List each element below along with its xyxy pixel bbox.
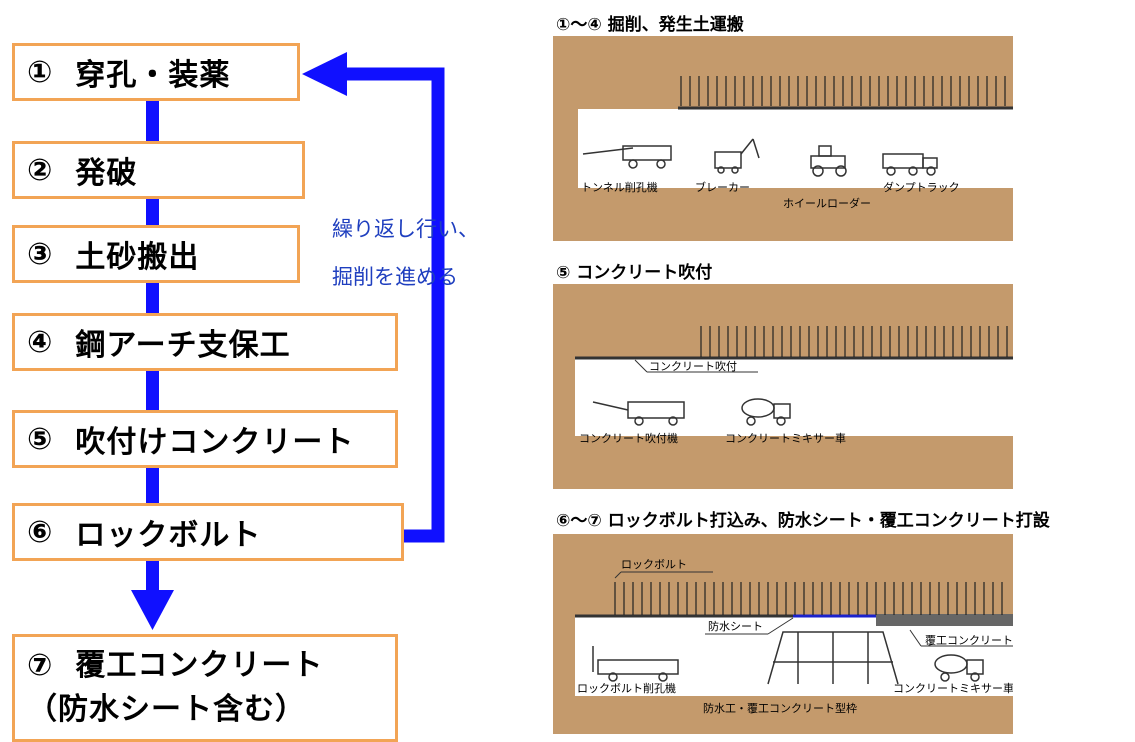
step-number: ② (27, 152, 54, 188)
label-loader: ホイールローダー (783, 196, 871, 210)
step-2-box: ② 発破 (12, 141, 305, 199)
breaker-icon (714, 138, 760, 174)
label-sprayer: コンクリート吹付機 (579, 431, 678, 445)
step-label: 覆工コンクリート (75, 648, 324, 683)
label-mixer-3: コンクリートミキサー車 (893, 681, 1013, 695)
step-6-box: ⑥ ロックボルト (12, 503, 404, 561)
drill-jumbo-icon (582, 145, 672, 169)
panel-1-diagram: トンネル削孔機 ブレーカー ホイールローダー ダンプトラック (553, 36, 1013, 241)
label-mixer: コンクリートミキサー車 (725, 431, 846, 445)
panel-3-diagram: ロックボルト 防水シート 覆工コンクリート ロックボルト削孔機 防水工・覆工コン… (553, 534, 1013, 734)
panel-2-diagram: コンクリート吹付 コンクリート吹付機 コンクリートミキサー車 (553, 284, 1013, 489)
mixer-truck-icon (741, 398, 791, 426)
repeat-note-line2: 掘削を進める (332, 265, 458, 289)
label-rockbolt: ロックボルト (621, 558, 687, 571)
repeat-loop-line (345, 67, 445, 543)
wheel-loader-icon (810, 145, 847, 177)
step-label: 土砂搬出 (75, 240, 200, 275)
repeat-arrow-head (302, 52, 347, 96)
panel-3-title: ⑥～⑦ ロックボルト打込み、防水シート・覆工コンクリート打設 (556, 511, 1050, 531)
step-number: ⑤ (27, 421, 54, 457)
label-sheet: 防水シート (708, 619, 763, 633)
step-label: 発破 (75, 156, 138, 191)
step-label: ロックボルト (75, 518, 262, 553)
step-7-box: ⑦ 覆工コンクリート （防水シート含む） (12, 634, 398, 742)
step-label: 穿孔・装薬 (75, 58, 231, 93)
step-label-sub: （防水シート含む） (27, 692, 306, 727)
panel-2-title: ⑤ コンクリート吹付 (556, 263, 713, 283)
step-3-box: ③ 土砂搬出 (12, 225, 300, 283)
label-drill: トンネル削孔機 (581, 180, 658, 194)
dump-truck-icon (882, 153, 938, 176)
down-arrow-head (131, 590, 174, 630)
step-number: ⑦ (27, 648, 54, 683)
label-lining: 覆工コンクリート (925, 634, 1013, 647)
step-1-box: ① 穿孔・装薬 (12, 43, 300, 101)
formwork-icon (767, 631, 899, 685)
label-breaker: ブレーカー (695, 180, 750, 194)
rockbolt-drill-icon (592, 646, 679, 682)
step-number: ① (27, 54, 54, 90)
shotcrete-machine-icon (592, 401, 685, 426)
repeat-note-line1: 繰り返し行い、 (332, 217, 479, 241)
step-label: 鋼アーチ支保工 (75, 328, 291, 363)
step-number: ④ (27, 324, 54, 360)
mixer-truck-icon (934, 654, 984, 682)
panel-1-title: ①～④ 掘削、発生土運搬 (556, 15, 744, 35)
step-number: ③ (27, 236, 54, 272)
label-formwork: 防水工・覆工コンクリート型枠 (703, 701, 857, 715)
step-number: ⑥ (27, 514, 54, 550)
step-5-box: ⑤ 吹付けコンクリート (12, 410, 398, 468)
label-dump: ダンプトラック (883, 180, 960, 194)
step-4-box: ④ 鋼アーチ支保工 (12, 313, 398, 371)
label-shotcrete: コンクリート吹付 (649, 360, 737, 373)
step-label: 吹付けコンクリート (75, 425, 355, 460)
label-rb-drill: ロックボルト削孔機 (577, 681, 676, 695)
